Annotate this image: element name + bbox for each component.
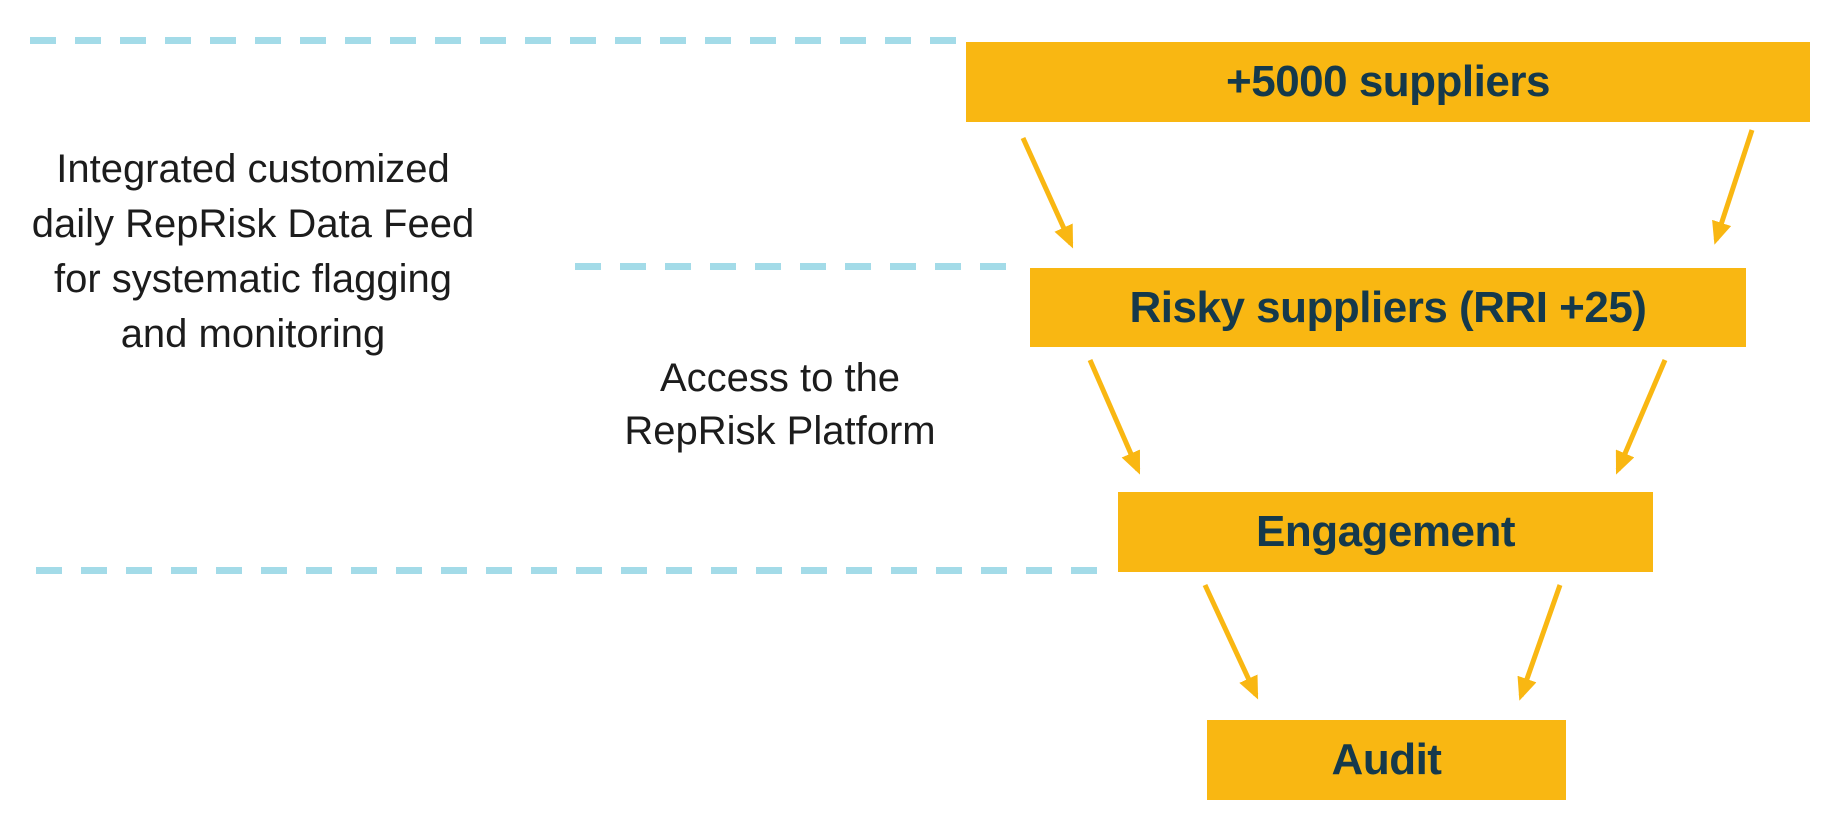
- annotation-line: Integrated customized: [56, 147, 450, 191]
- stage-label: Engagement: [1255, 507, 1516, 556]
- data-feed-annotation: Integrated customized daily RepRisk Data…: [30, 142, 476, 362]
- stage-label: Risky suppliers (RRI +25): [1129, 282, 1647, 332]
- annotation-line: and monitoring: [120, 312, 386, 356]
- annotation-line: Access to the: [659, 356, 901, 400]
- funnel-stage-suppliers: +5000 suppliers: [966, 42, 1810, 122]
- arrow-stage3-left-icon: [1202, 583, 1259, 700]
- dashed-scope-line-bottom: [36, 567, 1116, 574]
- annotation-line: daily RepRisk Data Feed: [31, 202, 475, 246]
- arrow-stage3-right-icon: [1517, 584, 1563, 701]
- arrow-stage1-left-icon: [1020, 136, 1074, 249]
- dashed-scope-line-middle: [575, 263, 1025, 270]
- annotation-line: for systematic flagging: [54, 257, 452, 301]
- funnel-stage-engagement: Engagement: [1118, 492, 1653, 572]
- funnel-stage-audit: Audit: [1207, 720, 1566, 800]
- arrow-stage1-right-icon: [1712, 129, 1755, 245]
- annotation-line: RepRisk Platform: [624, 409, 936, 453]
- arrow-stage2-left-icon: [1087, 359, 1141, 475]
- funnel-stage-risky-suppliers: Risky suppliers (RRI +25): [1030, 268, 1746, 347]
- dashed-scope-line-top: [30, 37, 957, 44]
- platform-access-annotation: Access to the RepRisk Platform: [555, 352, 1005, 458]
- stage-label: +5000 suppliers: [1226, 57, 1550, 106]
- stage-label: Audit: [1331, 735, 1442, 784]
- arrow-stage2-right-icon: [1615, 359, 1668, 475]
